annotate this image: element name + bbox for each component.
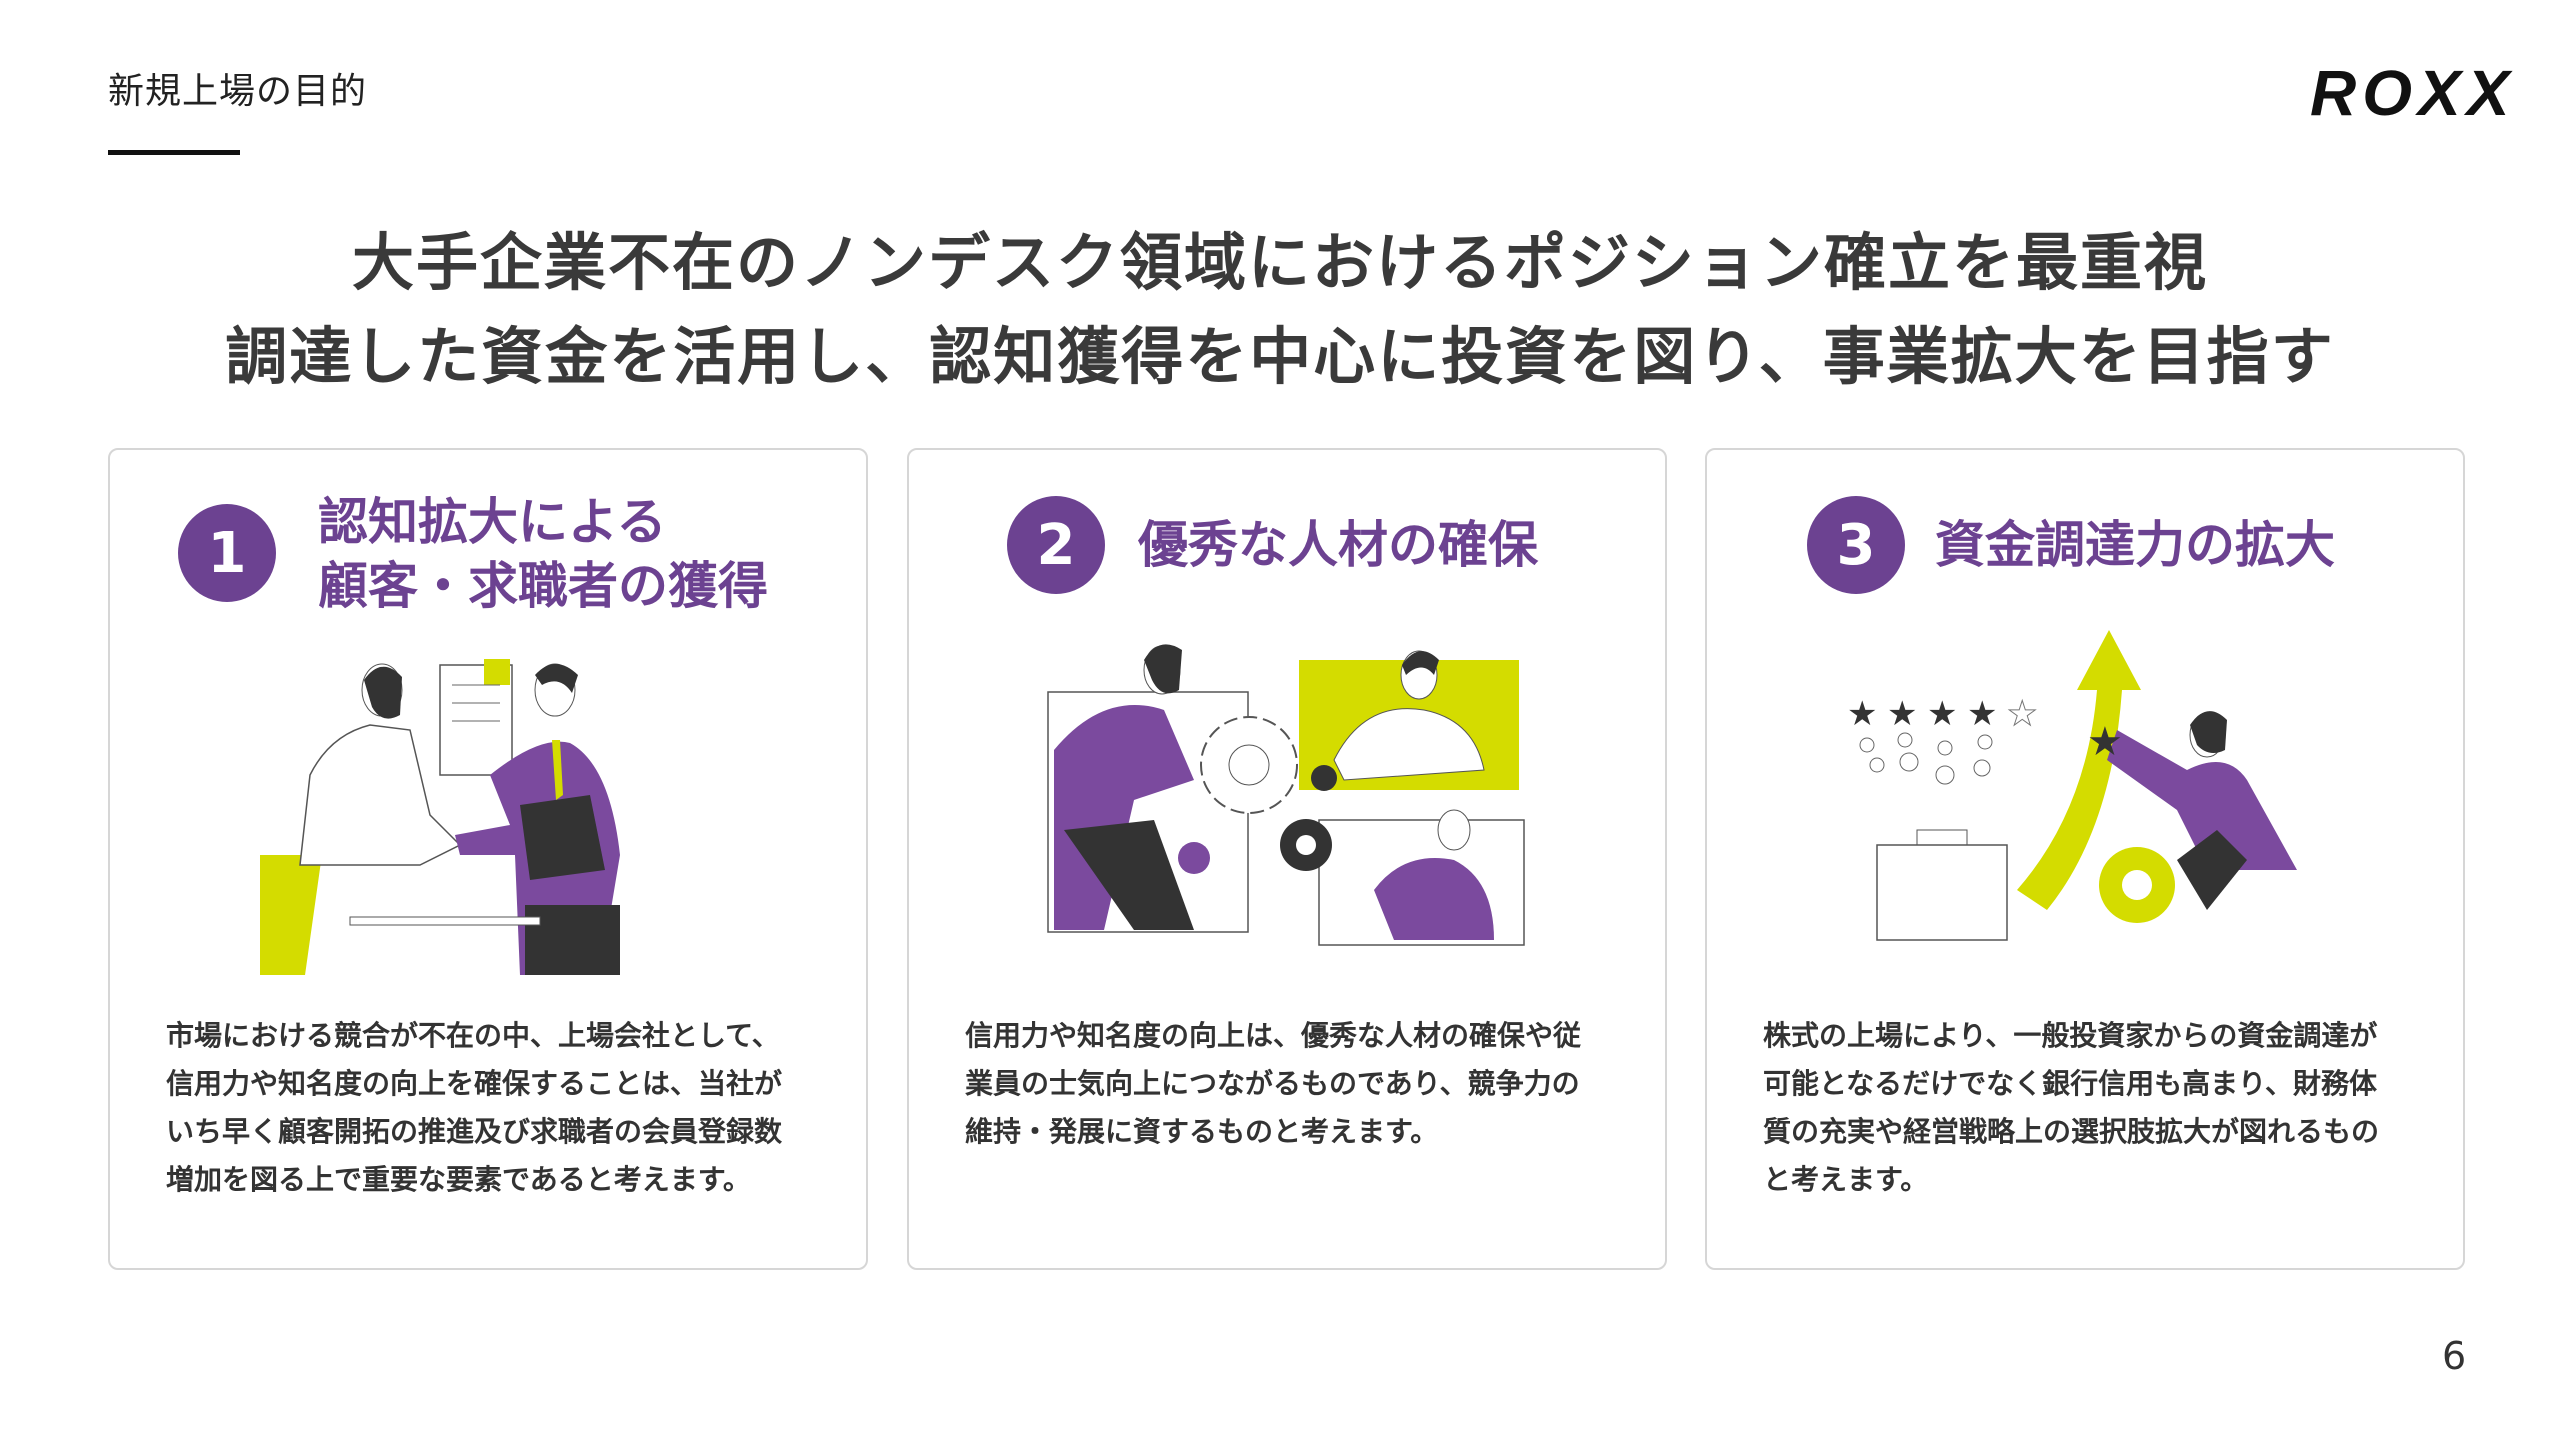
- card-title: 認知拡大による 顧客・求職者の獲得: [318, 490, 768, 618]
- svg-text:★: ★: [1967, 694, 1997, 734]
- card-title: 資金調達力の拡大: [1935, 513, 2335, 577]
- handshake-illustration: [260, 659, 620, 975]
- card-body: 株式の上場により、一般投資家からの資金調達が 可能となるだけでなく銀行信用も高ま…: [1763, 1012, 2423, 1204]
- team-gears-illustration: [1047, 644, 1525, 946]
- number-badge: 3: [1807, 496, 1905, 594]
- card-talent-acquisition: 2 優秀な人材の確保 信用力や知名度の向上は、優秀な人材の確保や従 業員の士気向…: [907, 448, 1667, 1270]
- number-badge: 2: [1007, 496, 1105, 594]
- svg-text:★: ★: [1847, 694, 1877, 734]
- card-title: 優秀な人材の確保: [1138, 513, 1538, 577]
- card-body: 市場における競合が不在の中、上場会社として、 信用力や知名度の向上を確保すること…: [166, 1012, 826, 1204]
- card-title-line: 資金調達力の拡大: [1935, 516, 2335, 574]
- card-body-line: 質の充実や経営戦略上の選択肢拡大が図れるもの: [1763, 1115, 2380, 1148]
- card-body-line: と考えます。: [1763, 1163, 1929, 1196]
- roxx-logo: ROXX: [2310, 57, 2516, 129]
- card-body-line: いち早く顧客開拓の推進及び求職者の会員登録数: [166, 1115, 783, 1148]
- growth-stars-illustration: ★★★★ ★ ★: [1847, 630, 2297, 941]
- headline-line-2: 調達した資金を活用し、認知獲得を中心に投資を図り、事業拡大を目指す: [225, 320, 2335, 393]
- section-label: 新規上場の目的: [108, 71, 368, 112]
- card-body: 信用力や知名度の向上は、優秀な人材の確保や従 業員の士気向上につながるものであり…: [965, 1012, 1625, 1156]
- card-body-line: 株式の上場により、一般投資家からの資金調達が: [1763, 1019, 2378, 1052]
- card-title-line: 認知拡大による: [318, 493, 667, 551]
- card-fundraising: 3 資金調達力の拡大 ★★★★ ★ ★ 株式の上場により、一般投資家からの資金調…: [1705, 448, 2465, 1270]
- card-title-line: 顧客・求職者の獲得: [318, 557, 768, 615]
- card-body-line: 増加を図る上で重要な要素であると考えます。: [166, 1163, 751, 1196]
- page-number: 6: [2442, 1334, 2467, 1378]
- number-badge: 1: [178, 504, 276, 602]
- card-title-line: 優秀な人材の確保: [1138, 516, 1538, 574]
- section-underline: [108, 150, 240, 155]
- card-body-line: 業員の士気向上につながるものであり、競争力の: [965, 1067, 1580, 1100]
- svg-text:★: ★: [1887, 694, 1917, 734]
- card-body-line: 可能となるだけでなく銀行信用も高まり、財務体: [1763, 1067, 2378, 1100]
- card-brand-awareness: 1 認知拡大による 顧客・求職者の獲得 市場における競合が不在の中、上場会社とし…: [108, 448, 868, 1270]
- card-body-line: 信用力や知名度の向上は、優秀な人材の確保や従: [965, 1019, 1582, 1052]
- headline-line-1: 大手企業不在のノンデスク領域におけるポジション確立を最重視: [351, 226, 2208, 299]
- svg-text:★: ★: [1927, 694, 1957, 734]
- svg-text:★: ★: [2007, 694, 2037, 734]
- card-body-line: 市場における競合が不在の中、上場会社として、: [166, 1019, 780, 1052]
- card-body-line: 維持・発展に資するものと考えます。: [965, 1115, 1439, 1148]
- card-body-line: 信用力や知名度の向上を確保することは、当社が: [166, 1067, 783, 1100]
- svg-text:★: ★: [2087, 719, 2123, 765]
